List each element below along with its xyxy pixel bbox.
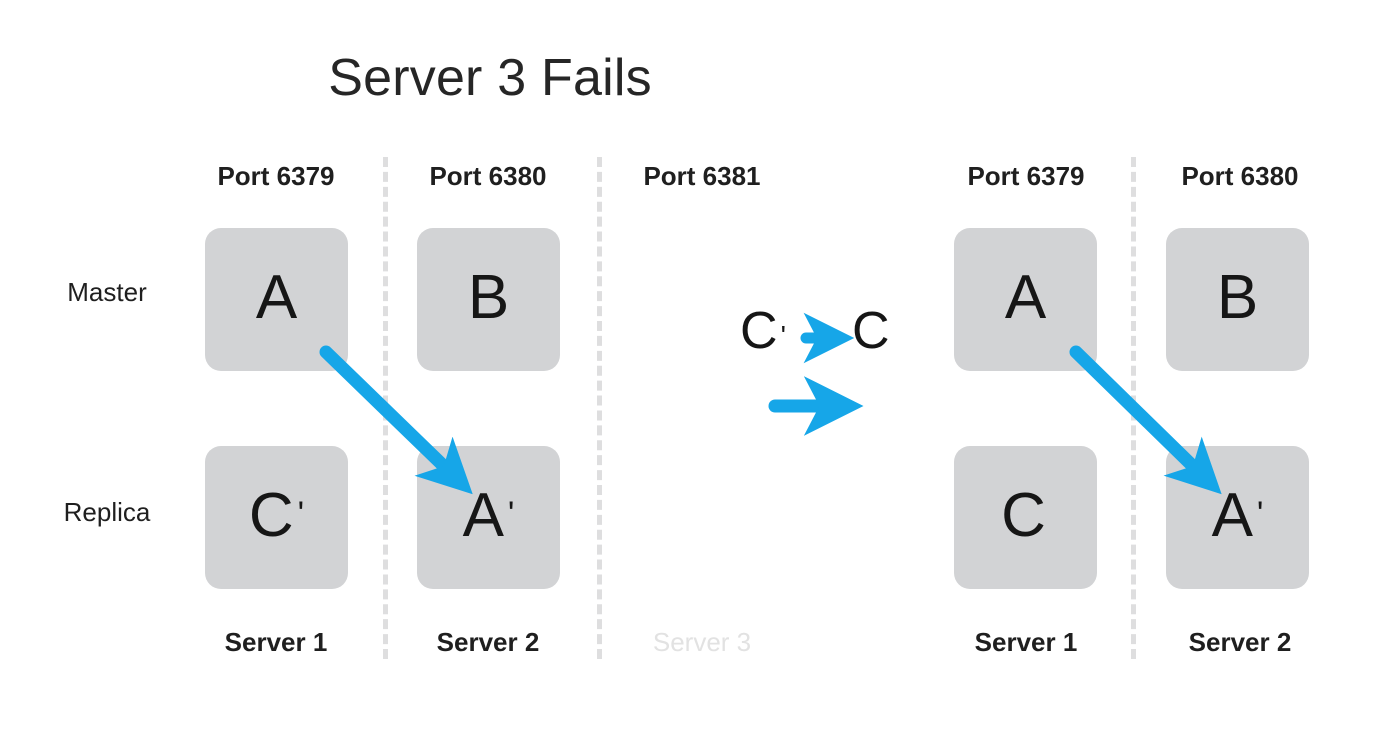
node-letter: A: [462, 480, 504, 550]
transition-from-letter: C: [740, 302, 778, 360]
port-label-before-3: Port 6381: [643, 161, 761, 191]
transition-to-label: C: [852, 305, 890, 357]
port-label-after-1: Port 6379: [967, 161, 1085, 191]
node-letter: B: [467, 262, 510, 332]
port-label-after-2: Port 6380: [1181, 161, 1299, 191]
server-label-before-2: Server 2: [436, 627, 540, 657]
column-divider-3: [1131, 157, 1136, 659]
node-after-master-server1[interactable]: A: [954, 228, 1097, 371]
server-label-before-3-failed: Server 3: [652, 627, 752, 657]
node-before-replica-server2[interactable]: A ': [417, 446, 560, 589]
node-after-master-server2[interactable]: B: [1166, 228, 1309, 371]
row-label-master: Master: [67, 277, 147, 307]
server-label-after-2: Server 2: [1188, 627, 1292, 657]
node-letter: C: [1001, 480, 1046, 550]
transition-to-letter: C: [852, 302, 890, 360]
node-prime-mark: ': [297, 494, 305, 533]
server-label-before-1: Server 1: [224, 627, 328, 657]
node-after-replica-server2[interactable]: A ': [1166, 446, 1309, 589]
page-title: Server 3 Fails: [328, 49, 652, 107]
transition-from-prime: ': [780, 320, 786, 351]
port-label-before-2: Port 6380: [429, 161, 547, 191]
node-letter: A: [255, 262, 298, 332]
node-prime-mark: ': [507, 494, 515, 533]
node-after-replica-server1[interactable]: C: [954, 446, 1097, 589]
server-label-after-1: Server 1: [974, 627, 1078, 657]
column-divider-1: [383, 157, 388, 659]
column-divider-2: [597, 157, 602, 659]
node-prime-mark: ': [1256, 494, 1264, 533]
node-letter: B: [1216, 262, 1259, 332]
port-label-before-1: Port 6379: [217, 161, 335, 191]
node-letter: A: [1211, 480, 1253, 550]
row-label-replica: Replica: [63, 497, 151, 527]
node-letter: A: [1004, 262, 1047, 332]
node-before-master-server2[interactable]: B: [417, 228, 560, 371]
node-letter: C: [248, 480, 294, 550]
node-before-master-server1[interactable]: A: [205, 228, 348, 371]
transition-from-label: C': [740, 305, 786, 357]
node-before-replica-server1[interactable]: C ': [205, 446, 348, 589]
